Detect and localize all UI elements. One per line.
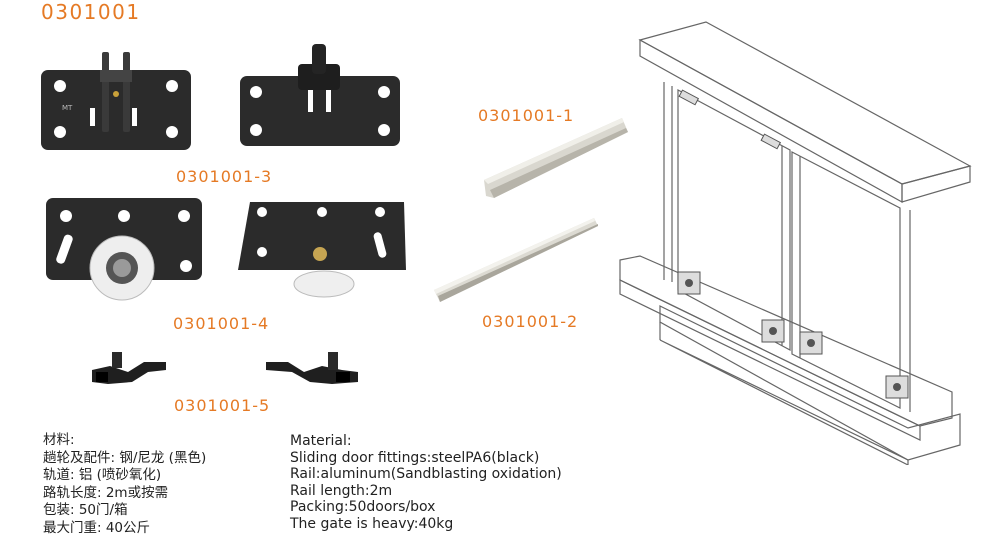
spec-en-line: Packing:50doors/box: [290, 499, 436, 515]
spec-en-line: Material:: [290, 433, 352, 449]
stopper-right-image: [266, 352, 358, 384]
top-bracket-plate-image: MT: [41, 52, 191, 150]
spec-chinese: 材料: 趟轮及配件: 钢/尼龙 (黑色) 轨道: 铝 (喷砂氧化) 路轨长度: …: [43, 432, 206, 537]
spec-en-line: Sliding door fittings:steelPA6(black): [290, 449, 540, 466]
spec-en-line: Rail:aluminum(Sandblasting oxidation): [290, 466, 562, 482]
label-rail-2-code: 0301001-2: [482, 312, 579, 331]
product-code-title: 0301001: [41, 0, 141, 24]
label-rail-1-code: 0301001-1: [478, 106, 575, 125]
rail-1-image: [484, 118, 628, 198]
svg-text:MT: MT: [62, 104, 73, 112]
spec-cn-line: 包装: 50门/箱: [43, 502, 128, 518]
label-stopper-code: 0301001-5: [174, 396, 271, 415]
roller-plate-front-image: [46, 198, 202, 301]
spec-english: Material: Sliding door fittings:steelPA6…: [290, 433, 562, 532]
spec-cn-line: 最大门重: 40公斤: [43, 519, 151, 536]
rail-2-image: [434, 218, 598, 302]
roller-plate-angled-image: [238, 202, 406, 298]
spec-en-line: Rail length:2m: [290, 482, 393, 499]
stopper-left-image: [92, 352, 166, 384]
spec-cn-line: 材料:: [43, 432, 75, 448]
spec-en-line: The gate is heavy:40kg: [290, 515, 454, 532]
side-bracket-plate-image: [240, 44, 400, 146]
label-roller-code: 0301001-4: [173, 314, 270, 333]
spec-cn-line: 轨道: 铝 (喷砂氧化): [43, 467, 162, 483]
spec-cn-line: 趟轮及配件: 钢/尼龙 (黑色): [43, 449, 207, 466]
spec-cn-line: 路轨长度: 2m或按需: [43, 484, 169, 501]
cabinet-installation-diagram: [619, 21, 972, 465]
label-bracket-code: 0301001-3: [176, 167, 273, 186]
